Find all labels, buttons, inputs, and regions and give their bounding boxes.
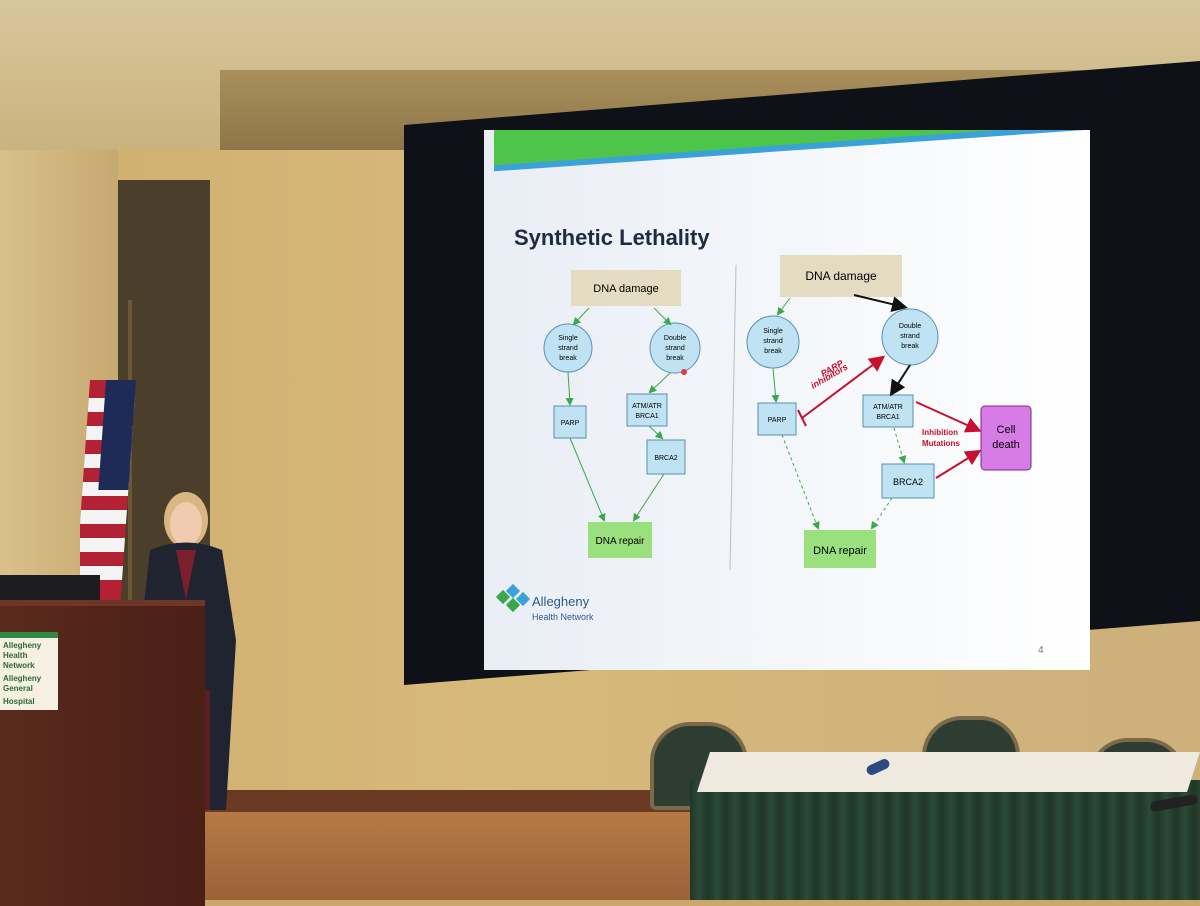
table-top [697,752,1200,792]
slide-header-stripe [494,130,1090,172]
podium-sign-line3: Hospital [3,697,35,706]
podium-sign-line2: Allegheny General [3,674,42,693]
left-dsb-l3: break [666,355,684,362]
slide-title: Synthetic Lethality [514,225,710,250]
left-dna-damage-box [571,270,681,306]
left-double-strand-node [649,322,701,374]
left-ssb-l2: strand [558,345,578,352]
right-ssb-l3: break [764,348,782,355]
slide-header-band [494,130,1090,168]
inhibition-label: Inhibition [922,428,958,437]
left-parp-box [553,405,587,439]
left-atm-l2: BRCA1 [635,413,658,420]
left-parp-label: PARP [561,420,580,427]
slide-diagram: Synthetic Lethality DNA damage Single st… [494,130,1090,656]
table-skirt [690,780,1200,900]
left-dna-repair-label: DNA repair [596,536,646,547]
right-brca2-box [881,463,935,499]
center-divider [729,264,737,571]
right-dsb-l3: break [901,343,919,350]
left-dna-repair-box [588,522,652,558]
right-ssb-l2: strand [763,338,783,345]
podium-sign: Allegheny Health Network Allegheny Gener… [0,632,58,710]
logo-text-2: Health Network [532,612,594,622]
presentation-slide: Synthetic Lethality DNA damage Single st… [484,130,1090,670]
left-dsb-l2: strand [665,345,685,352]
right-atm-box [862,394,914,428]
right-dna-repair-box [804,530,876,568]
cell-death-l2: death [992,439,1020,451]
right-dsb-l1: Double [899,323,921,330]
right-brca2-label: BRCA2 [893,477,923,487]
right-dsb-l2: strand [900,333,920,340]
left-atm-l1: ATM/ATR [632,403,662,410]
right-parp-label: PARP [768,417,787,424]
right-parp-box [757,402,797,436]
laser-pointer-dot [681,369,687,375]
allegheny-logo [495,583,531,613]
logo-text-1: Allegheny [532,594,590,609]
left-ssb-l1: Single [558,335,578,342]
left-dsb-l1: Double [664,335,686,342]
left-dna-damage-label: DNA damage [593,283,658,295]
right-dna-repair-label: DNA repair [813,545,867,557]
left-brca2-label: BRCA2 [654,455,677,462]
right-atm-l2: BRCA1 [876,414,899,421]
mutations-label: Mutations [922,439,960,448]
american-flag [80,380,136,600]
left-brca2-box [646,439,686,475]
left-atm-box [626,393,668,427]
right-ssb-l1: Single [763,328,783,335]
right-dna-damage-box [780,255,902,297]
podium-sign-line1: Allegheny Health Network [3,641,42,670]
slide-page-number: 4 [1038,645,1044,656]
right-dna-damage-label: DNA damage [805,269,877,283]
left-ssb-l3: break [559,355,577,362]
cell-death-l1: Cell [997,424,1016,436]
right-atm-l1: ATM/ATR [873,404,903,411]
cell-death-box [980,405,1032,471]
